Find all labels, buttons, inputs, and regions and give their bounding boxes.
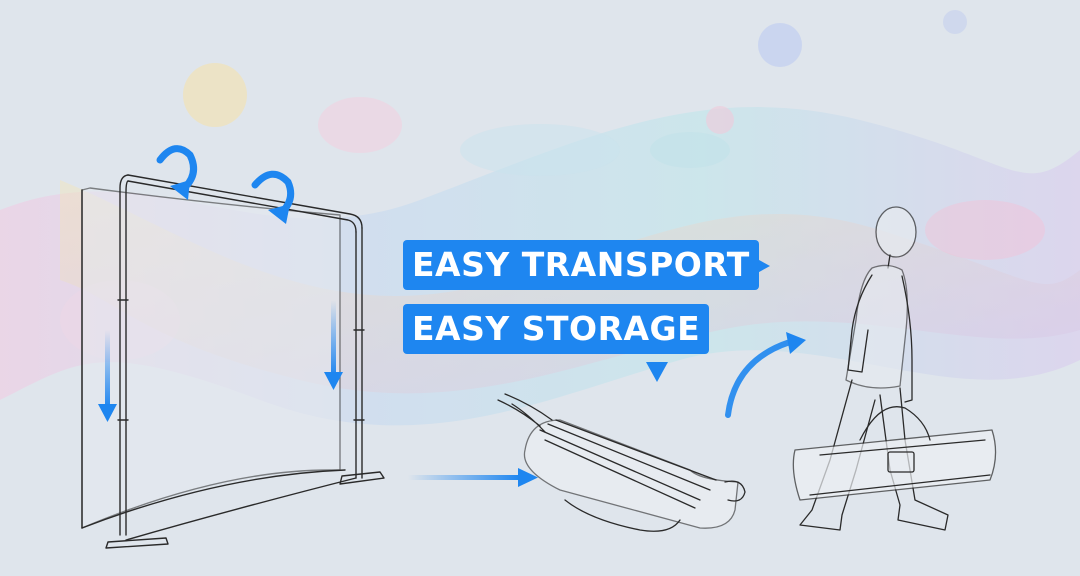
down-arrow-left bbox=[98, 330, 117, 422]
right-arrow-to-bag bbox=[408, 468, 538, 487]
easy-transport-label: EASY TRANSPORT bbox=[403, 240, 759, 290]
down-arrow-right bbox=[324, 300, 343, 390]
rotate-arrow-2 bbox=[251, 170, 295, 224]
easy-storage-label: EASY STORAGE bbox=[403, 304, 710, 354]
rotate-arrow-1 bbox=[156, 145, 198, 200]
triangle-down-icon bbox=[646, 362, 668, 382]
triangle-right-icon bbox=[750, 255, 770, 277]
curved-arrow-to-person bbox=[725, 332, 806, 418]
